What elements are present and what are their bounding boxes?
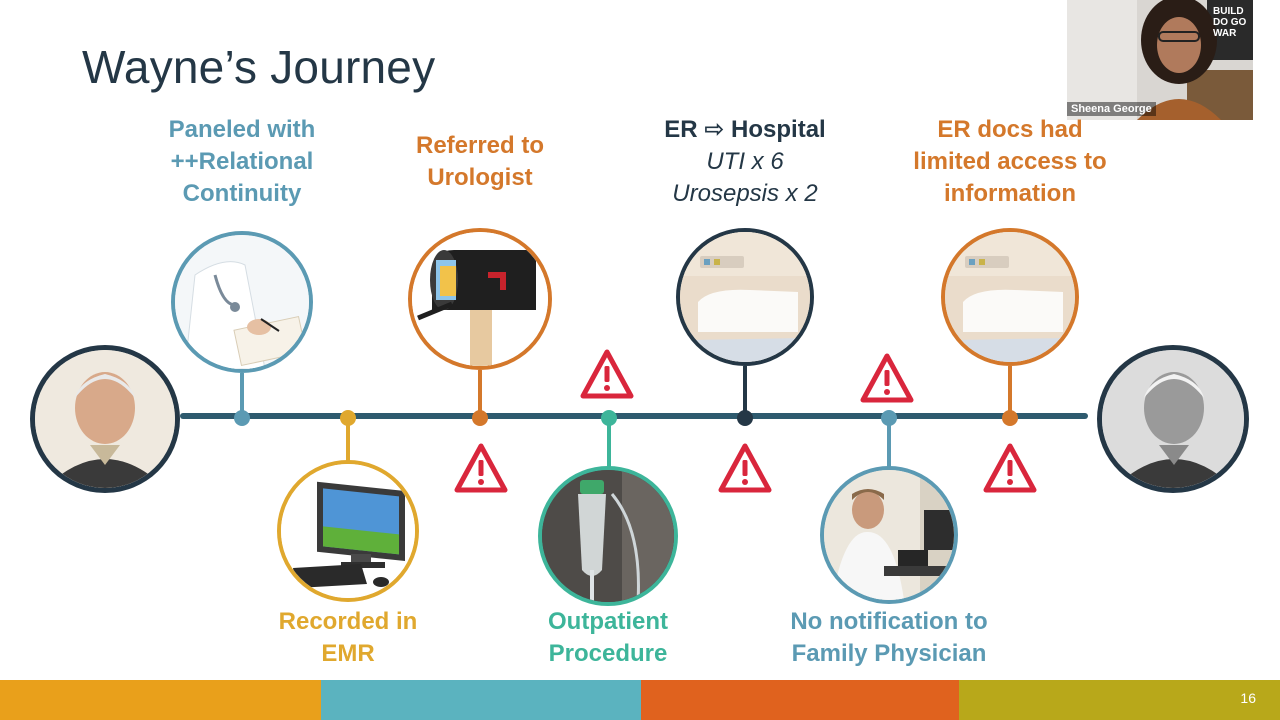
iv-drip-image [538,466,678,606]
er-hospital-heading: ER ⇨ Hospital [664,116,826,143]
computer-image [277,460,419,602]
mailbox-image [408,228,552,370]
stem-recorded [346,420,350,462]
participant-video[interactable]: BUILD DO GO WAR Sheena George [1067,0,1253,120]
label-paneled: Paneled with ++Relational Continuity [168,116,316,207]
timeline-line [180,413,1088,419]
warning-triangle-icon [718,443,772,493]
dot-notification [881,410,897,426]
stem-er-hospital [743,366,747,414]
label-er-docs: ER docs had limited access to informatio… [913,116,1107,207]
dot-er-docs [1002,410,1018,426]
stem-outpatient [607,420,611,468]
warning-triangle-icon [860,353,914,403]
wayne-start-avatar [30,345,180,493]
poster-text-3: WAR [1213,28,1237,39]
doctor-writing-image [171,231,313,373]
hospital-bed-image-2 [941,228,1079,366]
label-outpatient: Outpatient Procedure [548,608,668,667]
dot-referred [472,410,488,426]
dot-recorded [340,410,356,426]
physician-at-desk-image [820,466,958,604]
label-er-hospital: ER ⇨ Hospital UTI x 6 Urosepsis x 2 [664,116,826,207]
slide-number: 16 [1240,690,1256,706]
footer-band-4 [959,680,1280,720]
stem-paneled [240,373,244,415]
stem-er-docs [1008,366,1012,414]
footer-band-3 [641,680,959,720]
warning-triangle-icon [454,443,508,493]
slide-title: Wayne’s Journey [82,41,436,93]
label-referred: Referred to Urologist [415,132,545,191]
poster-text-1: BUILD [1213,6,1244,17]
warning-triangle-icon [580,349,634,399]
dot-paneled [234,410,250,426]
stem-notification [887,420,891,468]
dot-er-hospital [737,410,753,426]
participant-name: Sheena George [1067,102,1156,116]
participant-video-image [1067,0,1253,120]
hospital-bed-image [676,228,814,366]
poster-text-2: DO GO [1213,17,1247,28]
footer-band-1 [0,680,321,720]
label-recorded: Recorded in EMR [278,608,418,667]
wayne-end-avatar [1097,345,1249,493]
dot-outpatient [601,410,617,426]
label-notification: No notification to Family Physician [790,608,988,667]
warning-triangle-icon [983,443,1037,493]
footer-band-2 [321,680,641,720]
stem-referred [478,370,482,414]
